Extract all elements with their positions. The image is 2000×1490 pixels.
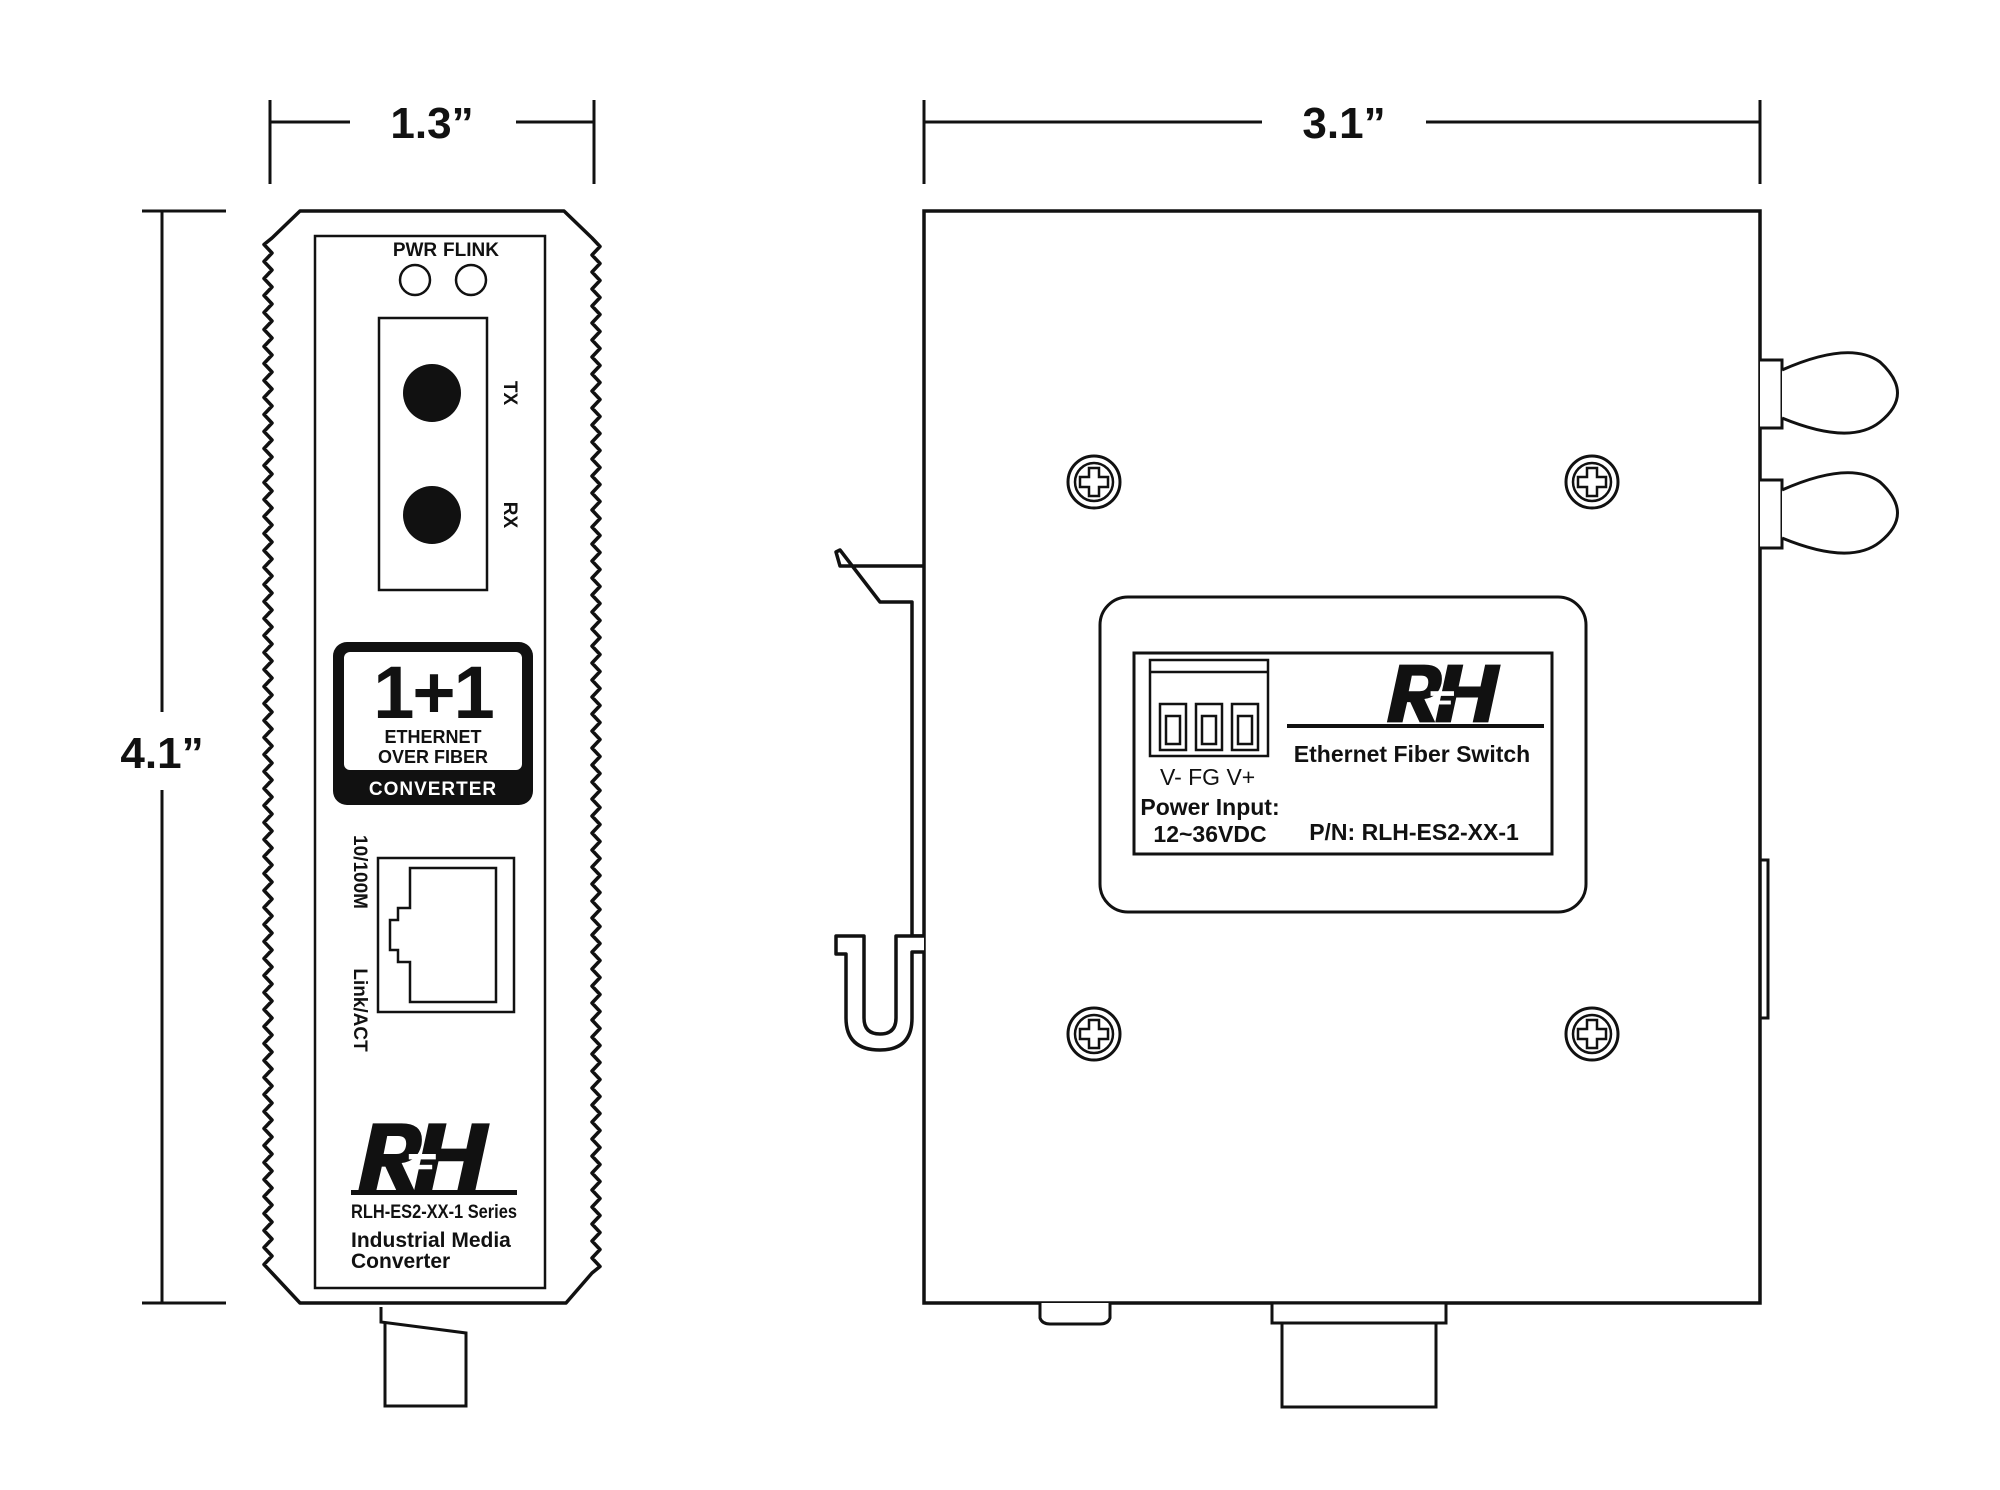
height-label: 4.1”: [120, 729, 203, 778]
fiber-connector-bottom: [1760, 471, 1899, 555]
screw-top-left-icon: [1066, 454, 1122, 510]
power-input-label: Power Input:: [1140, 794, 1279, 820]
screw-bottom-right-icon: [1564, 1006, 1620, 1062]
terminal-labels: V- FG V+: [1160, 764, 1255, 790]
product-name-label: Ethernet Fiber Switch: [1294, 741, 1530, 767]
logo-underline-front: [351, 1190, 517, 1195]
rj45-link-label: Link/ACT: [349, 968, 370, 1052]
led-pwr-label: PWR: [393, 240, 438, 261]
side-bottom-tab: [1038, 1303, 1112, 1326]
dimension-height: [142, 209, 226, 1305]
desc-line1: Industrial Media: [351, 1229, 511, 1252]
side-bottom-connector-flange: [1270, 1301, 1448, 1325]
dimension-width-side: [922, 100, 1762, 184]
fiber-port-block: [377, 316, 489, 592]
front-view: PWR FLINK TX RX 1+1 ETHERNET OVER FIBER …: [262, 209, 602, 1408]
fiber-connector-top: [1760, 351, 1899, 435]
badge-big-text: 1+1: [373, 651, 493, 734]
width-front-label: 1.3”: [390, 99, 473, 148]
side-bottom-connector: [1280, 1321, 1438, 1409]
dimension-width-front: [268, 100, 596, 184]
screw-top-right-icon: [1564, 454, 1620, 510]
part-number-label: P/N: RLH-ES2-XX-1: [1309, 819, 1519, 845]
power-input-value: 12~36VDC: [1153, 821, 1266, 847]
logo-underline-side: [1287, 724, 1544, 728]
side-din-clip-upper: [834, 548, 924, 938]
fiber-port-tx: [403, 364, 461, 422]
led-pwr-indicator: [398, 263, 432, 297]
fiber-port-rx: [403, 486, 461, 544]
rj45-speed-label: 10/100M: [349, 835, 370, 909]
led-flink-indicator: [454, 263, 488, 297]
port-tx-label: TX: [499, 381, 520, 406]
series-label: RLH-ES2-XX-1 Series: [351, 1202, 517, 1223]
screw-bottom-left-icon: [1066, 1006, 1122, 1062]
badge-bottom-text: CONVERTER: [369, 779, 497, 800]
power-terminal-block: [1148, 658, 1270, 758]
badge-line2: OVER FIBER: [378, 747, 488, 767]
side-din-clip-lower: [834, 934, 924, 1052]
badge-line1: ETHERNET: [384, 727, 481, 747]
rj45-port: [388, 866, 498, 1004]
desc-line2: Converter: [351, 1250, 450, 1273]
front-faceplate: [313, 234, 547, 1290]
led-flink-label: FLINK: [443, 240, 499, 261]
width-side-label: 3.1”: [1302, 99, 1385, 148]
port-rx-label: RX: [499, 502, 520, 529]
ethernet-over-fiber-badge: 1+1 ETHERNET OVER FIBER CONVERTER: [333, 642, 533, 805]
side-right-flange: [1760, 858, 1770, 1020]
front-din-clip: [379, 1307, 468, 1408]
side-view: V- FG V+ Power Input: 12~36VDC Ethernet …: [834, 209, 1899, 1409]
